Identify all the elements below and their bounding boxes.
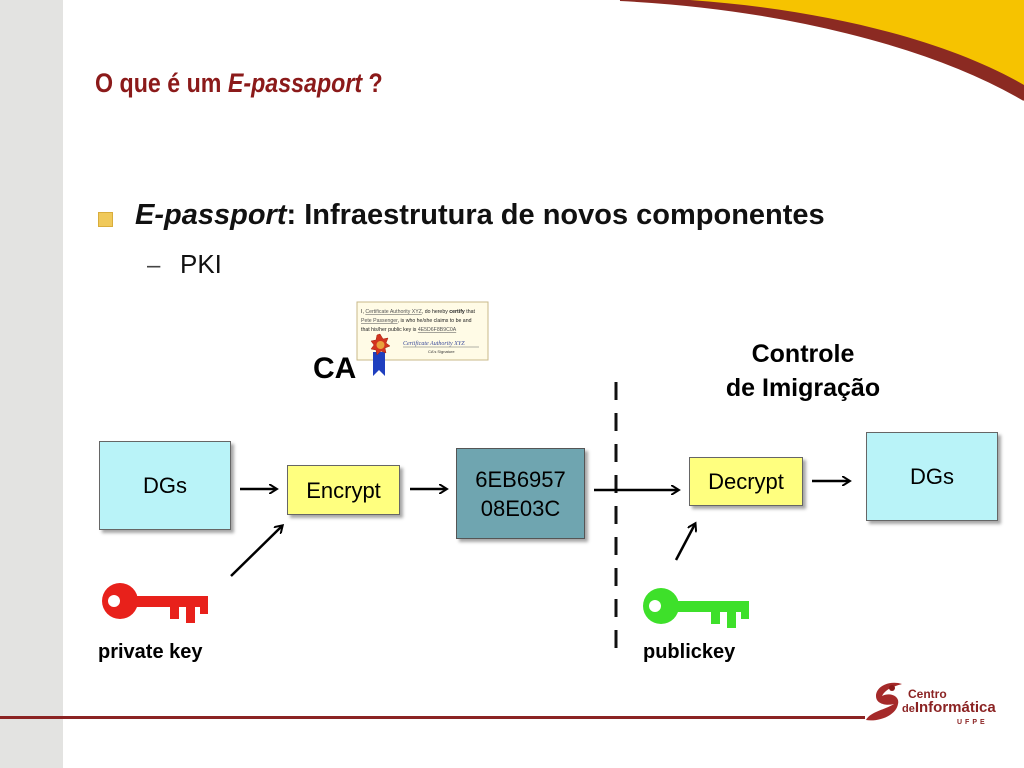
decrypt-box: Decrypt: [689, 457, 803, 506]
private-key-label: private key: [98, 641, 203, 663]
title-suffix: ?: [362, 68, 383, 98]
bullet-rest: : Infraestrutura de novos componentes: [286, 199, 825, 231]
slide-left-margin: [0, 0, 63, 768]
dgs-box-right: DGs: [866, 432, 998, 521]
logo-line-1: Centro: [908, 687, 947, 701]
hash-line-1: 6EB6957: [475, 466, 566, 492]
private-key-icon: [102, 583, 208, 623]
institution-logo: Centro deInformática UFPE: [902, 687, 996, 730]
logo-mark-icon: [866, 682, 902, 721]
svg-text:I, Certificate Authority XYZ,: I, Certificate Authority XYZ, do hereby …: [361, 309, 475, 315]
public-key-icon: [643, 588, 749, 628]
bullet-text: E-passport: Infraestrutura de novos comp…: [135, 199, 825, 232]
hash-line-2: 08E03C: [480, 495, 561, 521]
bullet-emphasis: E-passport: [135, 199, 287, 231]
encrypt-label: Encrypt: [306, 477, 381, 503]
logo-line-2: deInformática: [902, 699, 996, 716]
ca-label: CA: [313, 352, 357, 385]
dgs-box-left: DGs: [99, 441, 231, 530]
sub-bullet-dash: –: [147, 252, 161, 279]
dgs-left-label: DGs: [143, 473, 187, 498]
control-line-1: Controle: [751, 340, 855, 368]
border-separator: [614, 382, 618, 652]
title-emphasis: E-passaport: [227, 68, 363, 98]
encrypt-box: Encrypt: [287, 465, 400, 515]
svg-text:that his/her public key is 4E5: that his/her public key is 4E5D6F8B9C0A: [361, 327, 457, 333]
footer-rule: [0, 716, 865, 719]
svg-text:Certificate Authority XYZ: Certificate Authority XYZ: [403, 340, 465, 347]
svg-text:Pete Passenger, is who he/she: Pete Passenger, is who he/she claims to …: [361, 318, 472, 324]
immigration-control-label: Controle de Imigração: [698, 337, 908, 405]
bullet-marker: [98, 212, 113, 227]
sub-bullet-text: PKI: [180, 249, 222, 279]
decrypt-label: Decrypt: [708, 469, 784, 494]
certificate-image: I, Certificate Authority XYZ, do hereby …: [356, 301, 489, 376]
control-line-2: de Imigração: [725, 374, 881, 402]
ribbon-icon: [373, 352, 385, 376]
hash-box: 6EB6957 08E03C: [456, 448, 585, 539]
slide-title: O que é um E-passaport ?: [95, 68, 383, 99]
public-key-label: publickey: [643, 641, 736, 663]
logo-line-3: UFPE: [957, 719, 988, 726]
title-prefix: O que é um: [95, 68, 228, 98]
svg-text:CA's Signature: CA's Signature: [428, 349, 455, 354]
dgs-right-label: DGs: [910, 464, 954, 489]
